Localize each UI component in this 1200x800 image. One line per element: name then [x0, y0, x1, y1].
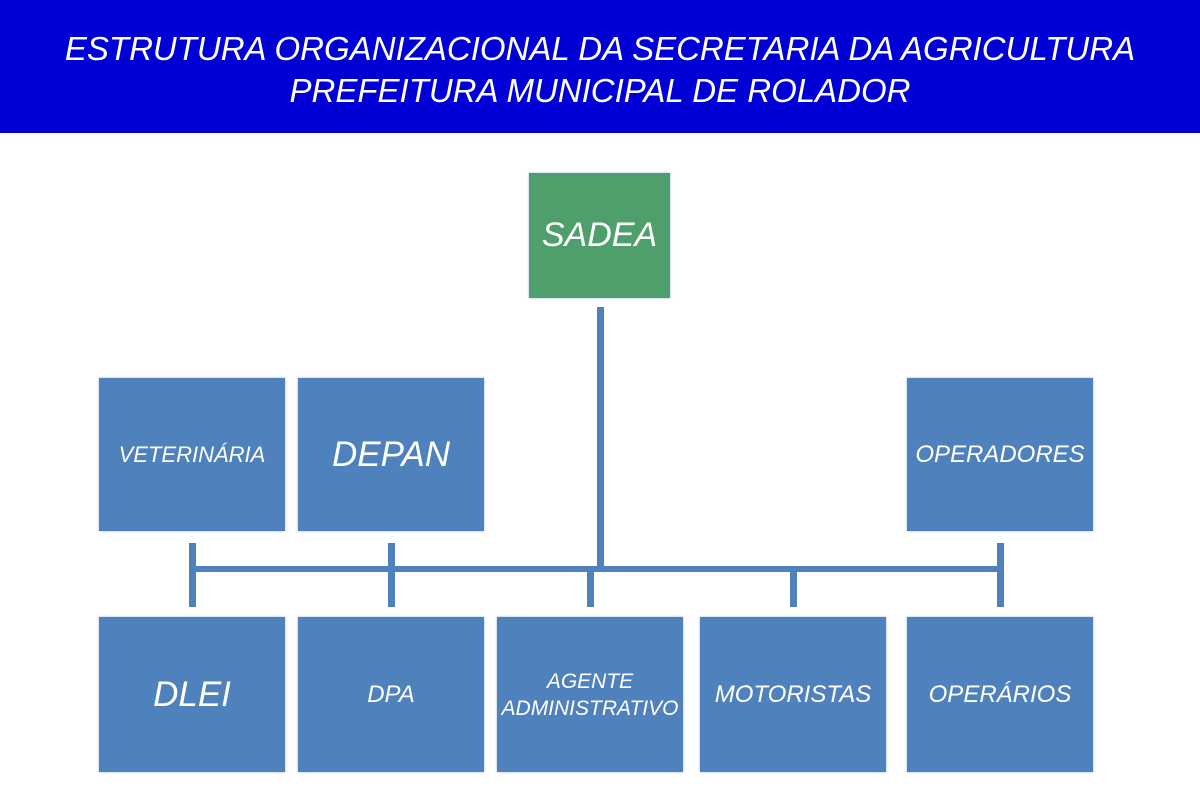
agente-line-2: ADMINISTRATIVO: [501, 696, 679, 720]
connector-motoristas: [790, 570, 797, 607]
node-sadea: SADEA: [529, 173, 670, 298]
node-dpa: DPA: [298, 617, 484, 772]
node-veterinaria: VETERINÁRIA: [99, 378, 285, 531]
node-operarios: OPERÁRIOS: [907, 617, 1093, 772]
agente-line-1: AGENTE: [546, 669, 634, 693]
title-line-1: ESTRUTURA ORGANIZACIONAL DA SECRETARIA D…: [64, 30, 1136, 67]
title-line-2: PREFEITURA MUNICIPAL DE ROLADOR: [289, 72, 911, 109]
node-operadores: OPERADORES: [907, 378, 1093, 531]
node-dlei: DLEI: [99, 617, 285, 772]
connector-agente: [587, 570, 594, 607]
page-header: ESTRUTURA ORGANIZACIONAL DA SECRETARIA D…: [0, 0, 1200, 133]
connector-trunk: [597, 307, 604, 572]
node-depan: DEPAN: [298, 378, 484, 531]
connector-operadores-operarios: [997, 543, 1004, 607]
node-agente-administrativo: AGENTE ADMINISTRATIVO: [497, 617, 683, 772]
connector-veterinaria-dlei: [189, 543, 196, 607]
node-motoristas: MOTORISTAS: [700, 617, 886, 772]
connector-bus: [190, 566, 1003, 572]
connector-depan-dpa: [388, 543, 395, 607]
